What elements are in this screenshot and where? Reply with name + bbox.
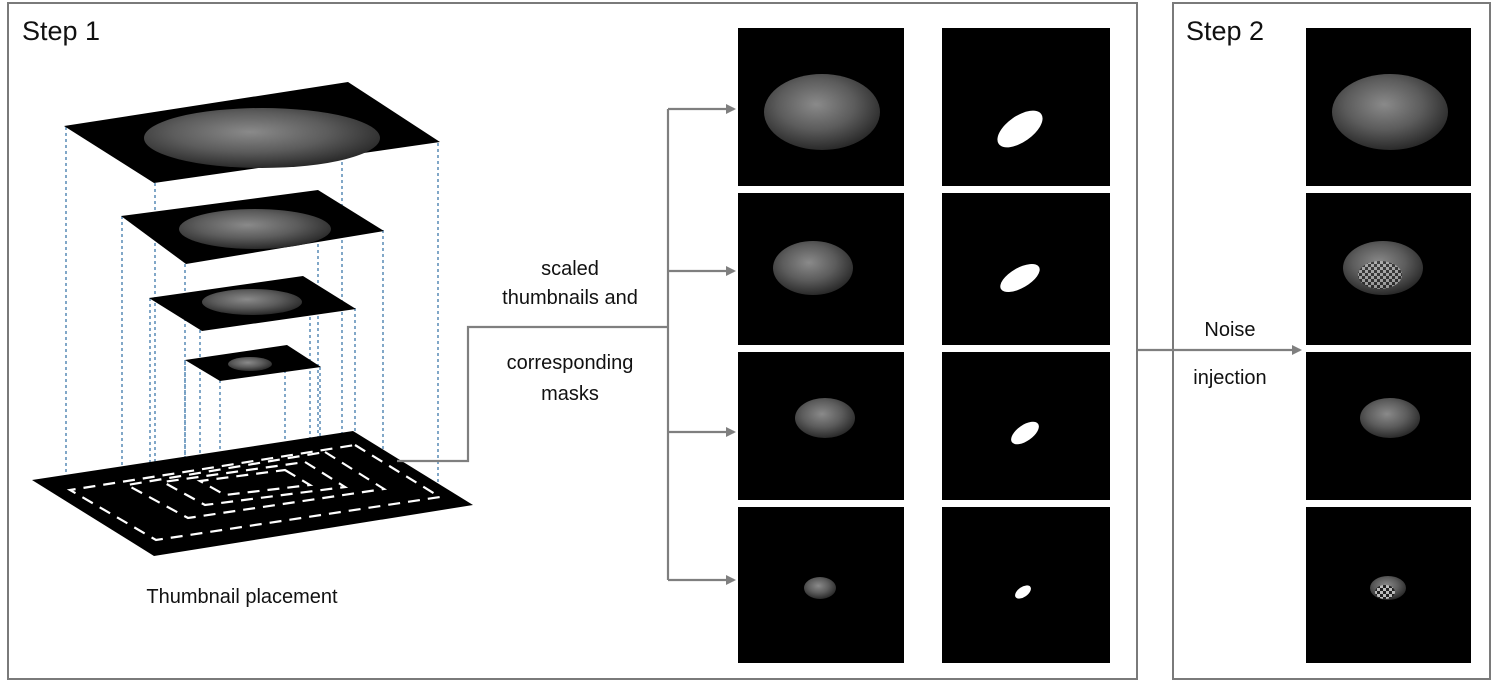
step2-panel — [1172, 2, 1491, 680]
thumbnail-layer-4 — [185, 345, 321, 381]
step1-panel — [7, 2, 1138, 680]
arrow-label-thumbnails: thumbnails and — [502, 287, 638, 309]
arrow-label-injection: injection — [1193, 367, 1267, 389]
noisy-output-column — [1306, 28, 1471, 663]
thumbnail-layer-1 — [64, 82, 440, 183]
arrow-label-noise: Noise — [1204, 319, 1256, 341]
placement-plane — [32, 431, 473, 556]
thumbnail-layer-3 — [149, 276, 356, 331]
scaled-thumbnails-column — [738, 28, 904, 663]
masks-column — [942, 28, 1110, 663]
arrow-label-corresponding: corresponding — [506, 352, 634, 374]
step1-title: Step 1 — [22, 16, 101, 46]
placement-caption: Thumbnail placement — [146, 586, 338, 608]
arrow-label-scaled: scaled — [541, 258, 599, 280]
arrow-label-masks: masks — [541, 383, 599, 405]
branch-arrows — [397, 104, 736, 585]
thumbnail-layer-2 — [121, 190, 384, 264]
step2-title: Step 2 — [1186, 16, 1265, 46]
